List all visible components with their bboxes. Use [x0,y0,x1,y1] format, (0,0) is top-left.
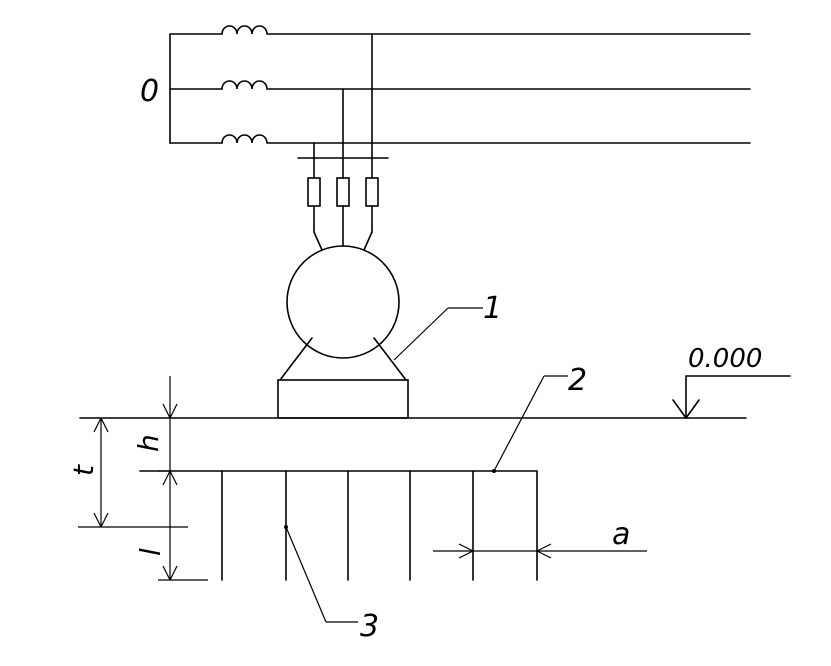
dim-l-arrow-top-a [162,470,171,486]
dim-t-arrow-top-b [100,417,109,433]
lead-1b [313,231,323,251]
elevation-mark [672,375,791,419]
dim-a-arrow-right-b [536,550,552,559]
dim-a-arrow-left-a [458,543,474,552]
dim-a-arrow-left-b [458,550,474,559]
fuse-2 [336,177,350,207]
neutral-label: 0 [140,74,159,109]
callout-3-label: 3 [360,609,379,644]
mount-left-leg [279,337,313,381]
callout-3 [284,525,358,623]
power-lines [169,25,751,144]
callout-2 [492,375,568,473]
callout-2-leader [493,375,545,472]
dimension-h [158,376,178,580]
elevation-label: 0.000 [688,344,762,374]
dimension-h-label: h [132,434,165,452]
callout-3-dot [284,525,288,529]
callout-1-label: 1 [483,291,502,326]
dim-t-arrow-bottom-a [93,512,102,528]
callout-1 [393,307,483,361]
fuse-3 [365,177,379,207]
dimension-l [158,470,208,581]
coil-top [221,25,268,35]
dimension-l-label: l [134,548,167,556]
callout-1-leader [393,307,449,361]
dim-h-tick-1b [169,403,178,419]
dimension-a [433,543,647,559]
coil-bottom [221,134,268,144]
dim-h-tick-1a [162,403,171,419]
dim-l-arrow-bottom-a [162,565,171,581]
motor-base [277,379,409,419]
callout-2-dot [492,469,496,473]
motor-feeders [297,33,389,251]
dimension-t [78,417,188,528]
dim-l-arrow-top-b [169,470,178,486]
elevation-arrow-left [672,399,687,419]
callout-2-label: 2 [568,363,587,398]
dim-t-arrow-top-a [93,417,102,433]
dimension-t-label: t [67,464,100,476]
elevation-arrow-right [685,399,700,419]
coil-middle [221,80,268,90]
dim-a-arrow-right-a [536,543,552,552]
fuse-1 [307,177,321,207]
mount-right-leg [373,337,407,381]
motor-body [286,245,400,359]
dim-t-arrow-bottom-b [100,512,109,528]
motor-mount [277,337,409,419]
lead-3b [363,231,373,251]
dimension-a-label: a [612,517,630,552]
callout-3-leader [285,526,327,623]
ground-electrodes [221,470,538,581]
dim-l-arrow-bottom-b [169,565,178,581]
